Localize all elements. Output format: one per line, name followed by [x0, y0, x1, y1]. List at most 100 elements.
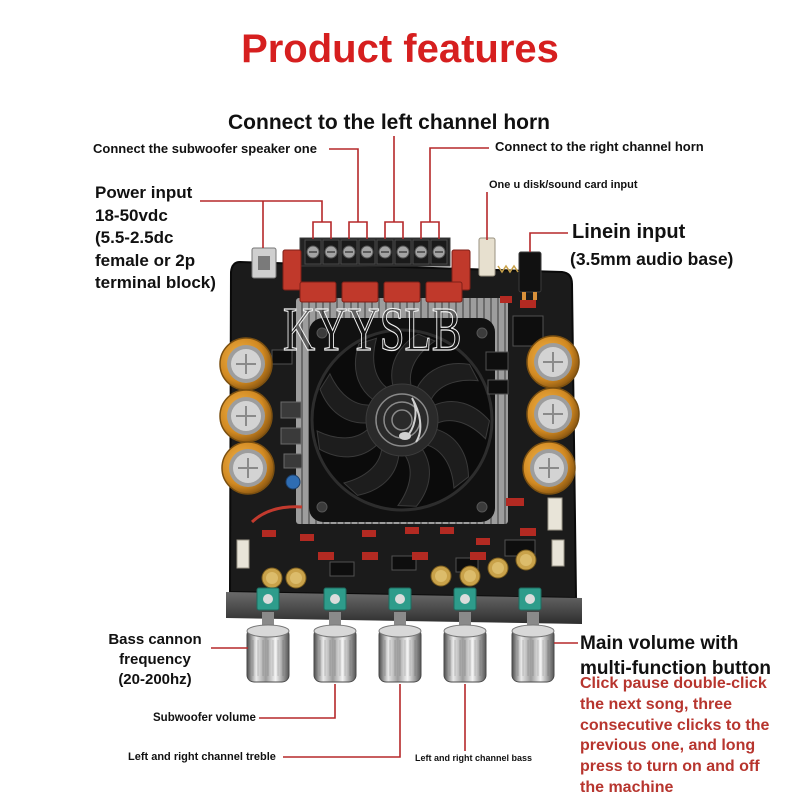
- smd-component: [405, 527, 419, 534]
- linein-detail-label: (3.5mm audio base): [570, 249, 734, 269]
- fan-blade: [397, 448, 430, 507]
- main-volume-note-line: consecutive clicks to the: [580, 716, 770, 734]
- small-yellow-capacitor: [515, 549, 537, 571]
- small-yellow-capacitor: [430, 565, 452, 587]
- board-components: [219, 239, 580, 683]
- power-jack-socket: [258, 256, 270, 270]
- film-capacitor: [425, 281, 463, 303]
- potentiometer-shaft: [525, 594, 535, 604]
- ic-chip: [329, 561, 355, 577]
- smd-component: [362, 530, 376, 537]
- bass-frequency-line: frequency: [119, 651, 191, 668]
- fan-screw: [316, 327, 328, 339]
- logo-note-stem: [408, 397, 422, 443]
- smd-component: [262, 530, 276, 537]
- smd-component: [440, 527, 454, 534]
- power-input-line: 18-50vdc: [95, 205, 168, 225]
- subwoofer-volume-label: Subwoofer volume: [153, 712, 256, 724]
- potentiometer: [453, 587, 477, 611]
- main-volume-knob: [511, 612, 555, 683]
- main-volume-note-line: the machine: [580, 778, 674, 796]
- logo-ring: [391, 409, 413, 431]
- usb-sound-card-input-label: One u disk/sound card input: [489, 179, 638, 191]
- leader-power-input: [200, 200, 332, 248]
- fan-blade: [316, 428, 378, 458]
- terminal-screw: [394, 239, 412, 265]
- inductor: [280, 427, 302, 445]
- film-capacitor: [341, 281, 379, 303]
- leader-left-channel: [384, 136, 404, 239]
- smd-component: [520, 300, 536, 308]
- electrolytic-capacitor: [221, 441, 275, 495]
- ic-chip: [485, 351, 509, 371]
- power-input-line: female or 2p: [95, 250, 196, 270]
- knob-cap: [378, 624, 422, 638]
- smd-component: [318, 552, 334, 560]
- fan-blade: [427, 428, 469, 490]
- brand-watermark: KYYSLB: [283, 296, 462, 364]
- film-capacitor: [282, 249, 302, 291]
- smd-component: [506, 498, 524, 506]
- fan-blade: [416, 363, 479, 400]
- inductor: [283, 453, 303, 469]
- power-input-line: Power input: [95, 183, 193, 202]
- page-title: Product features: [241, 27, 559, 71]
- power-input-line: terminal block): [95, 273, 216, 292]
- main-volume-note-line: press to turn on and off: [580, 758, 760, 776]
- capacitor-vent: [236, 354, 256, 374]
- electrolytic-capacitor: [219, 337, 273, 391]
- terminal-screw: [358, 239, 376, 265]
- terminal-screw: [304, 239, 322, 265]
- capacitor-vent: [543, 352, 563, 372]
- electrolytic-capacitor: [219, 389, 273, 443]
- leader-linein: [529, 232, 568, 252]
- power-input-label: Power input 18-50vdc (5.5-2.5dc female o…: [95, 182, 216, 295]
- fan-blade: [319, 372, 370, 424]
- logo-ring: [375, 393, 429, 447]
- channel-bass-label: Left and right channel bass: [415, 753, 533, 763]
- leader-treble: [283, 684, 401, 758]
- usb-sound-card-connector: [478, 237, 496, 277]
- main-volume-note-line: previous one, and long: [580, 737, 756, 755]
- bass-frequency-label: Bass cannon frequency (20-200hz): [95, 630, 215, 690]
- small-yellow-capacitor: [285, 567, 307, 589]
- logo-note-head: [399, 432, 411, 440]
- potentiometer-shaft: [330, 594, 340, 604]
- ic-chip: [487, 379, 509, 395]
- smd-component: [476, 538, 490, 545]
- terminal-screw: [340, 239, 358, 265]
- bass-knob: [443, 612, 487, 683]
- capacitor-vent: [238, 458, 258, 478]
- film-capacitor: [299, 281, 337, 303]
- electrolytic-capacitor: [526, 387, 580, 441]
- white-connector: [547, 497, 563, 531]
- knob-cap: [511, 624, 555, 638]
- main-volume-note-line: Click pause double-click: [580, 675, 767, 692]
- potentiometer: [256, 587, 280, 611]
- subwoofer-speaker-label: Connect the subwoofer speaker one: [93, 141, 317, 156]
- smd-component: [500, 296, 512, 303]
- terminal-screw: [430, 239, 448, 265]
- capacitor-top: [435, 570, 447, 582]
- fan-blade: [354, 337, 388, 401]
- capacitor-vent: [236, 406, 256, 426]
- fan-blade: [342, 449, 400, 496]
- capacitor-vent: [543, 404, 563, 424]
- electrolytic-capacitor: [522, 441, 576, 495]
- linein-input-label: Linein input: [572, 221, 686, 243]
- audio-jack: [518, 251, 542, 293]
- terminal-screw: [322, 239, 340, 265]
- potentiometer: [388, 587, 412, 611]
- potentiometer-shaft: [460, 594, 470, 604]
- right-channel-horn-label: Connect to the right channel horn: [495, 139, 704, 154]
- bass-frequency-line: (20-200hz): [118, 671, 192, 688]
- bass-frequency-knob: [246, 612, 290, 683]
- knob-cap: [246, 624, 290, 638]
- fan-blade: [391, 333, 437, 387]
- fan-screw: [476, 327, 488, 339]
- amplifier-board: [226, 237, 582, 624]
- music-note-icon: [365, 383, 439, 457]
- white-connector: [551, 539, 565, 567]
